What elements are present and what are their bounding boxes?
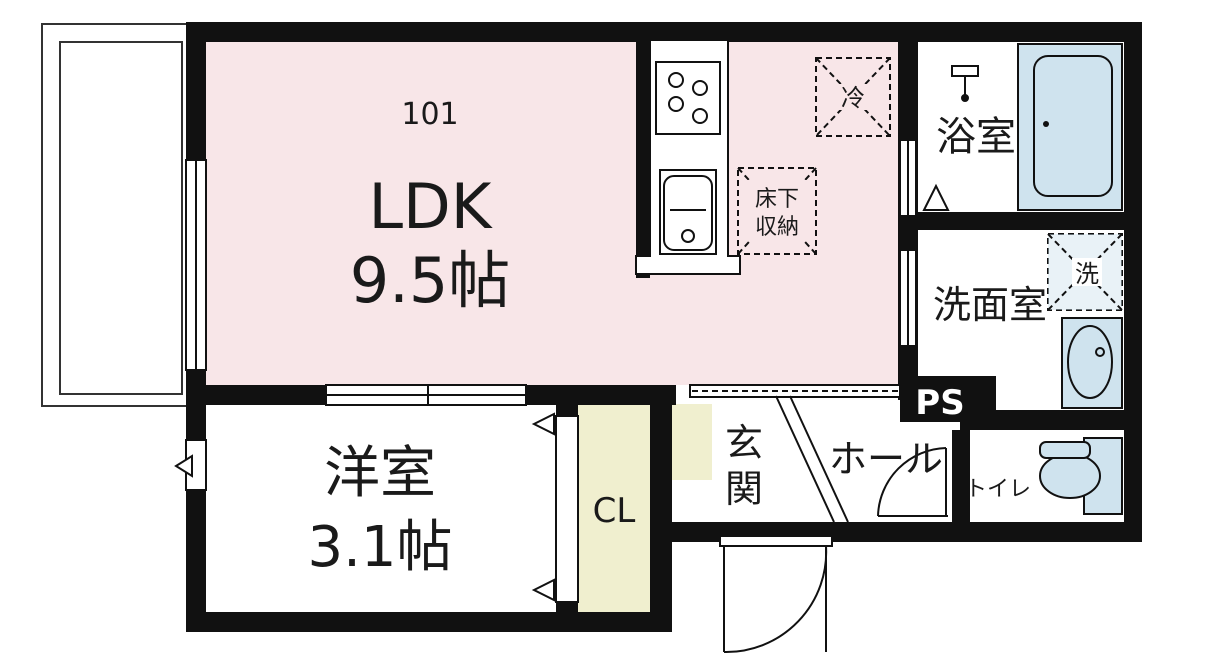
closet-doors (531, 412, 579, 603)
western-room-size: 3.1帖 (307, 515, 452, 580)
washer-space (1047, 233, 1123, 311)
toilet-door (877, 447, 948, 517)
underfloor-label-1: 床下 (755, 187, 799, 212)
stove-burners-icon (668, 72, 708, 124)
sliding-door-western (325, 384, 527, 406)
bathtub (1017, 43, 1123, 211)
underfloor-label-2: 収納 (755, 215, 799, 240)
washroom-label: 洗面室 (933, 283, 1047, 327)
fridge-label: 冷 (841, 84, 865, 112)
western-room-label: 洋室 (324, 441, 436, 506)
underfloor-storage (737, 167, 817, 255)
entrance-step (775, 395, 849, 523)
washroom-door (899, 249, 917, 347)
western-window (174, 439, 207, 491)
closet-label: CL (593, 491, 636, 531)
shower-icon (951, 65, 979, 102)
ldk-label: LDK (369, 170, 493, 243)
hall-label: ホール (829, 437, 943, 481)
vanity-sink (1061, 317, 1123, 409)
ldk-size: 9.5帖 (350, 244, 511, 317)
bath-door (899, 139, 917, 217)
toilet-fixture (1039, 437, 1123, 515)
closet-floor (578, 404, 650, 614)
fridge-space (815, 57, 891, 137)
toilet-label: トイレ (965, 477, 1031, 502)
hall-door (689, 384, 901, 398)
entrance-label-1: 玄 (725, 421, 763, 465)
entrance-label-2: 関 (725, 467, 763, 511)
bath-step-icon (922, 183, 950, 211)
washer-label: 洗 (1075, 260, 1099, 288)
western-room-floor (204, 404, 556, 614)
front-door (719, 535, 833, 654)
kitchen-counter (635, 39, 741, 275)
entrance-storage-floor (672, 404, 712, 480)
ldk-window (185, 159, 207, 371)
bath-label: 浴室 (936, 114, 1016, 160)
ps-label: PS (915, 383, 964, 423)
unit-number: 101 (401, 97, 458, 132)
balcony (41, 23, 195, 407)
